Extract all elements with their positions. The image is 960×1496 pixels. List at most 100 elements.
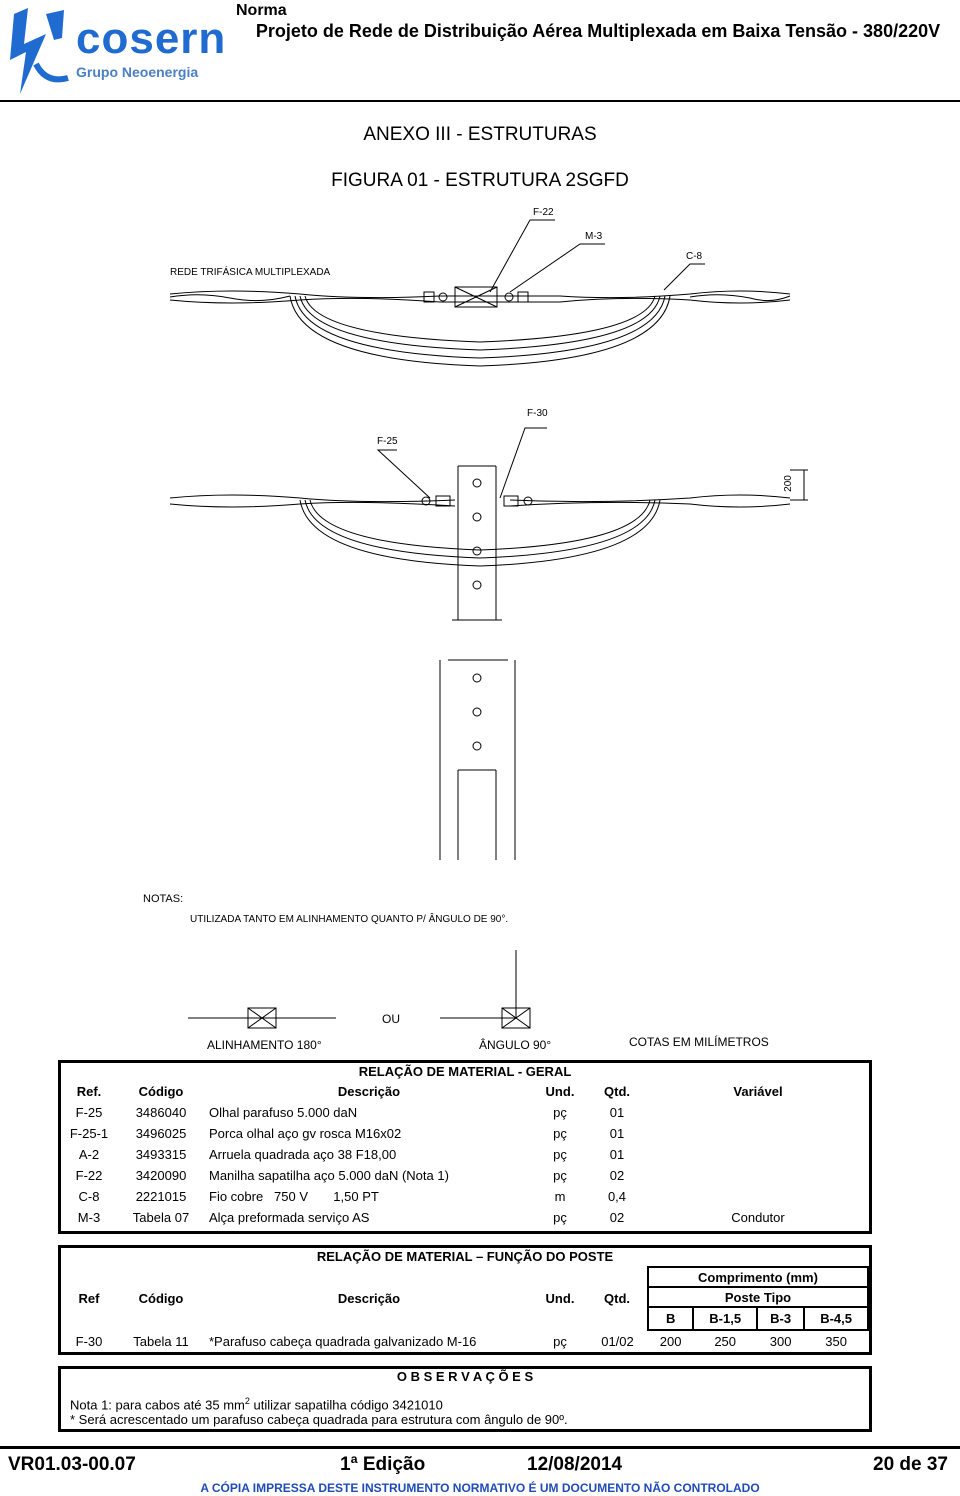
- th-comprimento: Comprimento (mm): [647, 1266, 869, 1288]
- th-tipo-b45: B-4,5: [803, 1306, 869, 1331]
- figure-title: FIGURA 01 - ESTRUTURA 2SGFD: [331, 170, 629, 191]
- observacoes-title: O B S E R V A Ç Õ E S: [396, 1369, 534, 1384]
- table-poste-frame: [58, 1245, 872, 1355]
- cell-descricao: Fio cobre 750 V 1,50 PT: [209, 1189, 379, 1204]
- th-ref: Ref.: [76, 1084, 102, 1099]
- cell-qtd: 01: [609, 1126, 625, 1141]
- th-codigo: Código: [138, 1291, 184, 1306]
- cell-qtd: 01: [609, 1147, 625, 1162]
- label-m3: M-3: [585, 231, 603, 242]
- cell-valor-b45: 350: [825, 1334, 847, 1349]
- label-f25: F-25: [377, 436, 398, 447]
- cell-und: pç: [553, 1333, 567, 1349]
- cell-descricao: Porca olhal aço gv rosca M16x02: [209, 1126, 402, 1141]
- notes-text: UTILIZADA TANTO EM ALINHAMENTO QUANTO P/…: [190, 914, 509, 925]
- cell-valor-b15: 250: [714, 1334, 737, 1349]
- label-ou: OU: [382, 1012, 400, 1026]
- cell-variavel: [647, 1123, 869, 1144]
- footer-pagina: 20 de 37: [873, 1454, 948, 1475]
- cell-descricao: Alça preformada serviço AS: [209, 1210, 370, 1225]
- cell-codigo: 3486040: [135, 1105, 187, 1120]
- cell-ref: A-2: [78, 1147, 100, 1162]
- cell-ref: M-3: [77, 1210, 101, 1225]
- cell-qtd: 02: [609, 1210, 625, 1225]
- th-qtd: Qtd.: [604, 1084, 630, 1099]
- th-codigo: Código: [138, 1084, 184, 1099]
- structure-drawing: [169, 219, 808, 1029]
- company-logo: [6, 4, 228, 96]
- cell-codigo: 3496025: [135, 1126, 187, 1141]
- table-geral-header: Ref. Código Descrição Und. Qtd. Variável: [61, 1081, 869, 1102]
- cell-und: pç: [553, 1147, 567, 1162]
- table-geral-title: RELAÇÃO DE MATERIAL - GERAL: [358, 1064, 572, 1079]
- cell-codigo: 3493315: [135, 1147, 187, 1162]
- cell-ref: F-22: [75, 1168, 103, 1183]
- cell-codigo: 2221015: [135, 1189, 187, 1204]
- dimension-200: 200: [782, 475, 794, 492]
- cell-descricao: *Parafuso cabeça quadrada galvanizado M-…: [209, 1333, 477, 1349]
- table-poste-title: RELAÇÃO DE MATERIAL – FUNÇÃO DO POSTE: [316, 1249, 614, 1264]
- cell-und: pç: [553, 1210, 567, 1225]
- label-c8: C-8: [686, 251, 703, 262]
- table-row: M-3 Tabela 07 Alça preformada serviço AS…: [61, 1207, 869, 1228]
- cell-ref: F-25-1: [69, 1126, 109, 1141]
- cell-qtd: 01: [609, 1105, 625, 1120]
- cell-und: pç: [553, 1126, 567, 1141]
- cell-qtd: 02: [609, 1168, 625, 1183]
- th-und: Und.: [545, 1084, 575, 1099]
- nota1-text-b: utilizar sapatilha código 3421010: [249, 1397, 443, 1413]
- header-norma: Norma: [236, 2, 287, 19]
- label-cotas: COTAS EM MILÍMETROS: [629, 1035, 769, 1049]
- logo-subtitle: Grupo Neoenergia: [76, 64, 199, 80]
- th-und: Und.: [545, 1291, 575, 1306]
- cell-variavel: [647, 1102, 869, 1123]
- cell-und: pç: [553, 1168, 567, 1183]
- notes-heading: NOTAS:: [143, 893, 184, 905]
- th-variavel: Variável: [733, 1084, 783, 1099]
- footer-warning: A CÓPIA IMPRESSA DESTE INSTRUMENTO NORMA…: [200, 1481, 760, 1495]
- cell-descricao: Olhal parafuso 5.000 daN: [209, 1105, 358, 1120]
- th-poste-tipo: Poste Tipo: [647, 1286, 869, 1308]
- cell-descricao: Arruela quadrada aço 38 F18,00: [209, 1147, 397, 1162]
- table-row: C-8 2221015 Fio cobre 750 V 1,50 PT m 0,…: [61, 1186, 869, 1207]
- th-ref: Ref: [78, 1291, 100, 1306]
- cell-qtd: 0,4: [607, 1189, 627, 1204]
- cell-variavel: [647, 1144, 869, 1165]
- footer-divider: [0, 1446, 960, 1449]
- label-f30: F-30: [527, 408, 548, 419]
- cell-codigo: Tabela 11: [133, 1333, 189, 1349]
- annex-title: ANEXO III - ESTRUTURAS: [363, 124, 597, 145]
- table-row: F-22 3420090 Manilha sapatilha aço 5.000…: [61, 1165, 869, 1186]
- logo-mark-icon: [10, 8, 69, 94]
- footer-code: VR01.03-00.07: [8, 1454, 136, 1475]
- cell-valor-b: 200: [659, 1334, 682, 1349]
- table-row: A-2 3493315 Arruela quadrada aço 38 F18,…: [61, 1144, 869, 1165]
- th-descricao: Descrição: [337, 1291, 401, 1306]
- cell-und: pç: [553, 1105, 567, 1120]
- observacao-nota2: * Será acrescentado um parafuso cabeça q…: [70, 1412, 568, 1427]
- table-row: F-25-1 3496025 Porca olhal aço gv rosca …: [61, 1123, 869, 1144]
- th-tipo-b: B: [646, 1306, 695, 1331]
- cell-descricao: Manilha sapatilha aço 5.000 daN (Nota 1): [209, 1168, 449, 1183]
- cell-codigo: 3420090: [135, 1168, 187, 1183]
- cell-ref: C-8: [78, 1189, 100, 1204]
- th-tipo-b3: B-3: [756, 1306, 806, 1331]
- footer-edicao: 1ª Edição: [340, 1454, 426, 1475]
- header-divider: [0, 100, 960, 102]
- cell-ref: F-25: [75, 1105, 103, 1120]
- label-rede: REDE TRIFÁSICA MULTIPLEXADA: [170, 267, 331, 278]
- cell-variavel: Condutor: [731, 1210, 785, 1225]
- footer-data: 12/08/2014: [527, 1454, 623, 1475]
- cell-qtd: 01/02: [601, 1333, 634, 1349]
- label-alinhamento: ALINHAMENTO 180°: [207, 1038, 322, 1052]
- cell-ref: F-30: [75, 1333, 103, 1349]
- label-angulo: ÂNGULO 90°: [479, 1038, 552, 1052]
- table-geral-frame: [58, 1060, 872, 1234]
- label-f22: F-22: [533, 207, 554, 218]
- th-tipo-b15: B-1,5: [692, 1306, 759, 1331]
- observacoes-frame: [58, 1366, 872, 1432]
- logo-brand: cosern: [76, 14, 227, 63]
- nota1-text-a: Nota 1: para cabos até 35 mm: [70, 1397, 245, 1413]
- cell-variavel: [647, 1165, 869, 1186]
- table-row: F-25 3486040 Olhal parafuso 5.000 daN pç…: [61, 1102, 869, 1123]
